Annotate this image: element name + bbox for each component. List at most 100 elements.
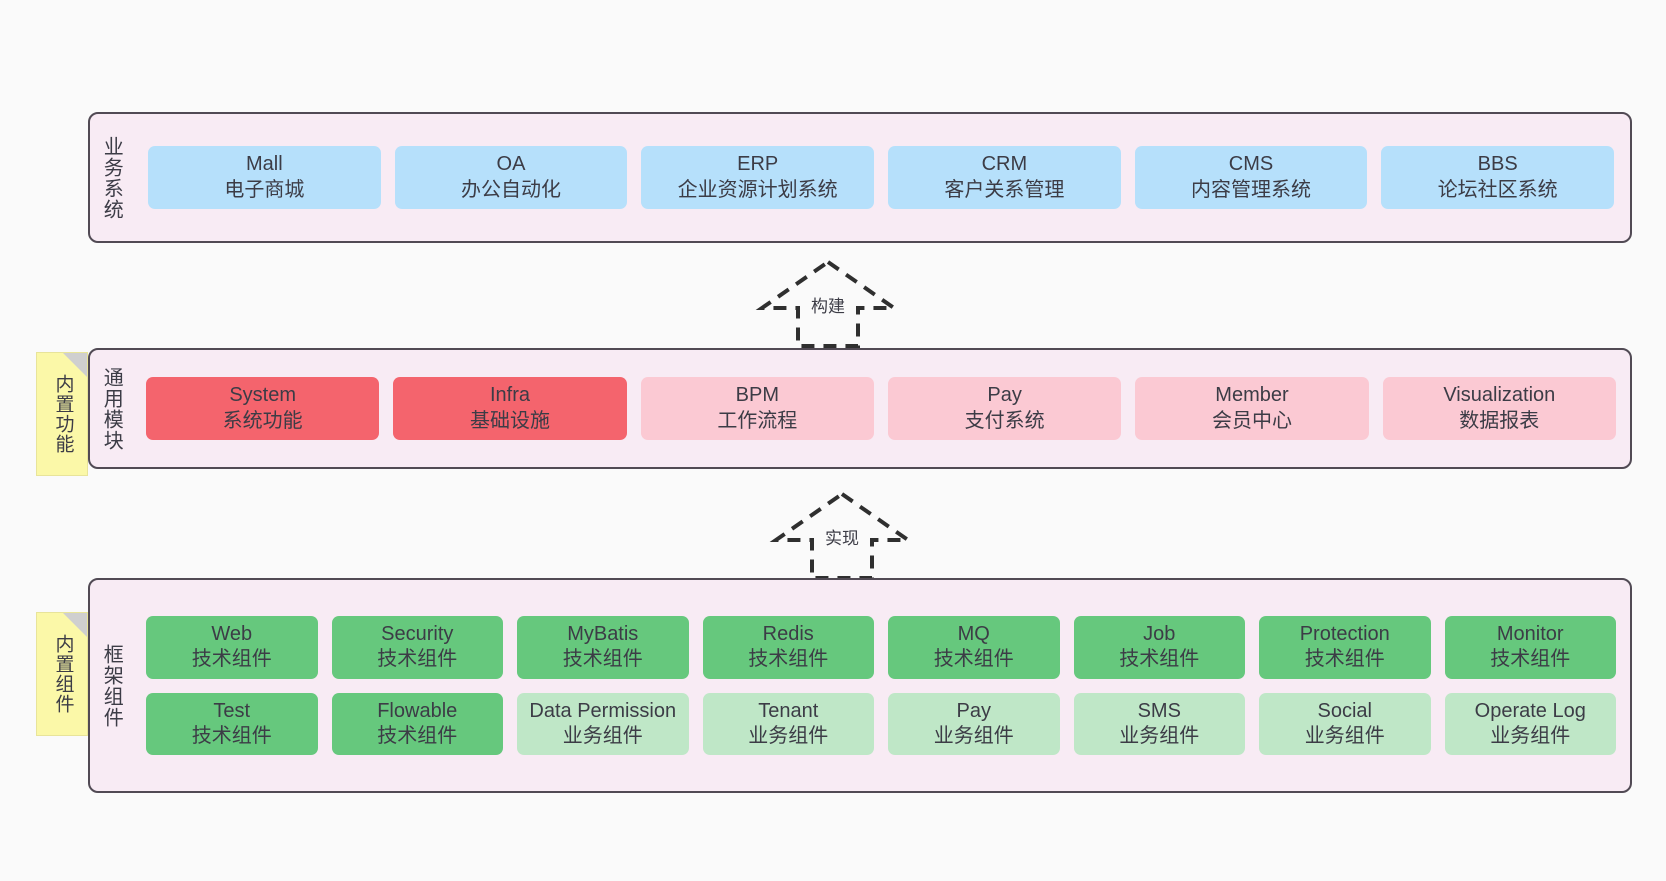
layer-business-system: 业务系统 Mall 电子商城 OA 办公自动化 ERP 企业资源计划系统 CRM…: [88, 112, 1632, 243]
node-job-desc: 技术组件: [1119, 648, 1200, 671]
layer-business-system-body: Mall 电子商城 OA 办公自动化 ERP 企业资源计划系统 CRM 客户关系…: [132, 114, 1630, 241]
layer-business-system-label: 业务系统: [100, 135, 123, 220]
node-pay-component[interactable]: Pay 业务组件: [888, 692, 1060, 755]
node-sms-name: SMS: [1137, 699, 1181, 722]
node-security[interactable]: Security 技术组件: [331, 616, 503, 679]
layer-common-module-body: System 系统功能 Infra 基础设施 BPM 工作流程 Pay 支付系统…: [132, 350, 1630, 467]
node-security-desc: 技术组件: [377, 648, 458, 671]
node-security-name: Security: [381, 623, 454, 646]
node-redis[interactable]: Redis 技术组件: [702, 616, 874, 679]
node-infra-desc: 基础设施: [469, 409, 550, 432]
node-bpm[interactable]: BPM 工作流程: [640, 377, 874, 440]
node-bbs[interactable]: BBS 论坛社区系统: [1381, 146, 1615, 209]
node-data-permission[interactable]: Data Permission 业务组件: [517, 692, 689, 755]
arrow-build-label: 构建: [811, 297, 845, 316]
node-mall-desc: 电子商城: [224, 178, 305, 201]
node-test[interactable]: Test 技术组件: [146, 692, 318, 755]
node-mybatis-name: MyBatis: [567, 623, 639, 646]
node-operate-log-name: Operate Log: [1474, 699, 1586, 722]
node-web-name: Web: [211, 623, 253, 646]
node-member-name: Member: [1215, 384, 1289, 407]
node-data-permission-name: Data Permission: [529, 699, 677, 722]
node-bbs-desc: 论坛社区系统: [1437, 178, 1558, 201]
arrow-implement-label: 实现: [825, 529, 859, 548]
node-protection-desc: 技术组件: [1304, 648, 1385, 671]
node-member[interactable]: Member 会员中心: [1135, 377, 1369, 440]
node-test-name: Test: [213, 699, 251, 722]
node-bpm-desc: 工作流程: [717, 409, 798, 432]
node-sms[interactable]: SMS 业务组件: [1073, 692, 1245, 755]
node-mq[interactable]: MQ 技术组件: [888, 616, 1060, 679]
node-erp-desc: 企业资源计划系统: [677, 178, 838, 201]
node-system[interactable]: System 系统功能: [146, 377, 380, 440]
sticky-note-builtin-function-label: 内置功能: [52, 374, 74, 454]
node-crm[interactable]: CRM 客户关系管理: [888, 146, 1121, 209]
sticky-note-builtin-component-label: 内置组件: [52, 634, 74, 714]
node-mybatis[interactable]: MyBatis 技术组件: [517, 616, 689, 679]
node-test-desc: 技术组件: [191, 724, 272, 747]
node-erp[interactable]: ERP 企业资源计划系统: [641, 146, 875, 209]
node-operate-log-desc: 业务组件: [1490, 724, 1571, 747]
node-pay-component-name: Pay: [956, 699, 991, 722]
node-redis-name: Redis: [762, 623, 814, 646]
node-cms-desc: 内容管理系统: [1191, 178, 1312, 201]
node-sms-desc: 业务组件: [1119, 724, 1200, 747]
node-social-desc: 业务组件: [1304, 724, 1385, 747]
node-oa[interactable]: OA 办公自动化: [394, 146, 628, 209]
arrow-build: 构建: [755, 258, 901, 348]
node-data-permission-desc: 业务组件: [562, 724, 643, 747]
layer-framework-component-label: 框架组件: [100, 643, 123, 728]
node-protection[interactable]: Protection 技术组件: [1259, 616, 1431, 679]
node-mybatis-desc: 技术组件: [562, 648, 643, 671]
node-system-desc: 系统功能: [222, 409, 303, 432]
node-monitor-desc: 技术组件: [1490, 648, 1571, 671]
node-flowable-desc: 技术组件: [377, 724, 458, 747]
layer-common-module: 通用模块 System 系统功能 Infra 基础设施 BPM 工作流程 Pay…: [88, 348, 1632, 469]
node-infra-name: Infra: [489, 384, 530, 407]
layer-framework-component: 框架组件 Web 技术组件 Security 技术组件 MyBatis 技术组件…: [88, 578, 1632, 793]
node-web-desc: 技术组件: [191, 648, 272, 671]
node-crm-desc: 客户关系管理: [944, 178, 1065, 201]
framework-tech-row: Web 技术组件 Security 技术组件 MyBatis 技术组件 Redi…: [146, 616, 1616, 679]
node-social[interactable]: Social 业务组件: [1259, 692, 1431, 755]
node-flowable[interactable]: Flowable 技术组件: [331, 692, 503, 755]
node-mq-name: MQ: [957, 623, 990, 646]
node-monitor-name: Monitor: [1496, 623, 1564, 646]
node-job[interactable]: Job 技术组件: [1073, 616, 1245, 679]
node-pay-component-desc: 业务组件: [933, 724, 1014, 747]
node-mq-desc: 技术组件: [933, 648, 1014, 671]
node-cms[interactable]: CMS 内容管理系统: [1134, 146, 1368, 209]
node-bbs-name: BBS: [1477, 153, 1518, 176]
node-pay-module-name: Pay: [987, 384, 1022, 407]
node-operate-log[interactable]: Operate Log 业务组件: [1444, 692, 1616, 755]
node-cms-name: CMS: [1228, 153, 1274, 176]
node-redis-desc: 技术组件: [748, 648, 829, 671]
node-web[interactable]: Web 技术组件: [146, 616, 318, 679]
node-crm-name: CRM: [981, 153, 1028, 176]
node-visualization-name: Visualization: [1443, 384, 1556, 407]
arrow-implement: 实现: [769, 490, 915, 580]
sticky-note-builtin-component: 内置组件: [36, 612, 88, 736]
node-tenant-desc: 业务组件: [748, 724, 829, 747]
node-pay-module[interactable]: Pay 支付系统: [887, 377, 1122, 440]
node-infra[interactable]: Infra 基础设施: [393, 377, 627, 440]
layer-framework-component-body: Web 技术组件 Security 技术组件 MyBatis 技术组件 Redi…: [132, 580, 1630, 791]
node-visualization[interactable]: Visualization 数据报表: [1382, 377, 1616, 440]
node-mall[interactable]: Mall 电子商城: [148, 146, 381, 209]
common-module-row: System 系统功能 Infra 基础设施 BPM 工作流程 Pay 支付系统…: [146, 377, 1616, 440]
node-member-desc: 会员中心: [1211, 409, 1292, 432]
layer-common-module-label: 通用模块: [100, 366, 123, 451]
node-job-name: Job: [1143, 623, 1176, 646]
node-erp-name: ERP: [737, 153, 779, 176]
node-oa-desc: 办公自动化: [461, 178, 561, 201]
node-monitor[interactable]: Monitor 技术组件: [1444, 616, 1616, 679]
node-social-name: Social: [1317, 699, 1372, 722]
node-mall-name: Mall: [246, 153, 283, 176]
sticky-note-builtin-function: 内置功能: [36, 352, 88, 476]
node-pay-module-desc: 支付系统: [964, 409, 1045, 432]
business-system-row: Mall 电子商城 OA 办公自动化 ERP 企业资源计划系统 CRM 客户关系…: [148, 146, 1615, 209]
framework-business-row: Test 技术组件 Flowable 技术组件 Data Permission …: [146, 692, 1616, 755]
node-tenant[interactable]: Tenant 业务组件: [702, 692, 874, 755]
node-bpm-name: BPM: [735, 384, 779, 407]
